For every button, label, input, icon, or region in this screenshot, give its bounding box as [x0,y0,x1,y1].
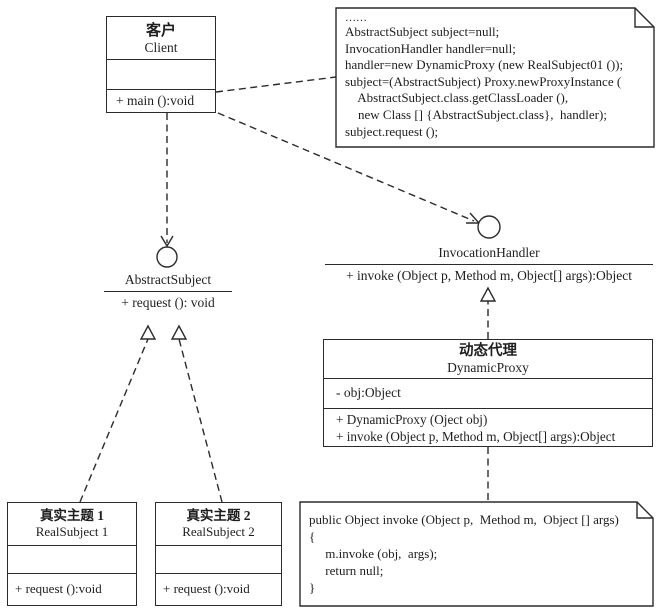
realsubject1-title: 真实主题 1 RealSubject 1 [8,503,136,546]
realsubject2-method: + request ():void [163,581,250,596]
code-line: public Object invoke (Object p, Method m… [309,512,619,527]
realsubject1-attributes-empty [8,546,136,574]
invoke-code-note-outline [299,501,654,607]
invoke-code-note-fold-corner-icon [636,502,653,519]
code-line: { [309,529,316,544]
code-line: AbstractSubject subject=null; [345,24,500,39]
interface-invocationhandler: InvocationHandler + invoke (Object p, Me… [325,245,653,284]
realsubject2-title-cn: 真实主题 2 [186,508,251,523]
client-code-note-fold-corner-icon [634,8,654,28]
client-title: 客户 Client [107,17,215,60]
code-line: AbstractSubject.class.getClassLoader (), [345,90,569,106]
triangle-arrowhead-icon-invocationhandler [479,286,497,302]
client-method: + main ():void [116,93,195,108]
triangle-arrowhead-icon-right [170,324,188,340]
invoke-code-note: public Object invoke (Object p, Method m… [300,502,659,596]
interface-lollipop-icon-invocationhandler [477,215,501,239]
dynamicproxy-title-en: DynamicProxy [447,360,529,375]
code-line: new Class [] {AbstractSubject.class}, ha… [345,106,607,122]
code-line: } [309,580,316,595]
client-code-note-outline [335,7,655,148]
code-line: …… [345,12,367,24]
code-line: m.invoke (obj, args); [309,546,438,561]
code-line: InvocationHandler handler=null; [345,40,516,56]
class-box-client: 客户 Client + main ():void [106,16,216,113]
client-title-cn: 客户 [145,23,176,39]
class-box-realsubject2: 真实主题 2 RealSubject 2 + request ():void [155,502,282,606]
realsubject1-title-en: RealSubject 1 [35,524,109,539]
dynamicproxy-method-constructor: + DynamicProxy (Oject obj) [336,412,488,427]
realsubject2-title-en: RealSubject 2 [182,524,255,539]
interface-lollipop-icon-abstractsubject [156,246,178,268]
dynamicproxy-methods: + DynamicProxy (Oject obj) + invoke (Obj… [324,409,652,446]
code-line: subject=(AbstractSubject) Proxy.newProxy… [345,73,622,89]
realization-realsubject1-to-abstractsubject [79,338,149,503]
interface-abstractsubject: AbstractSubject + request (): void [104,272,232,311]
code-line: handler=new DynamicProxy (new RealSubjec… [345,57,624,73]
dependency-client-to-invocationhandler [217,112,475,222]
client-code-note: …… AbstractSubject subject=null; Invocat… [336,8,660,140]
realization-realsubject2-to-abstractsubject [178,338,223,503]
client-title-en: Client [144,40,178,55]
open-arrowhead-icon-abstractsubject [160,235,174,248]
dynamicproxy-method-invoke: + invoke (Object p, Method m, Object[] a… [336,428,616,444]
abstractsubject-name: AbstractSubject [104,272,232,292]
realsubject1-method: + request ():void [15,581,102,596]
code-line: return null; [309,563,384,578]
class-box-realsubject1: 真实主题 1 RealSubject 1 + request ():void [7,502,137,606]
dynamicproxy-attribute: - obj:Object [324,379,652,409]
client-attributes-empty [107,60,215,90]
dynamicproxy-title-cn: 动态代理 [459,343,517,359]
note-anchor-client-code [215,76,337,93]
triangle-arrowhead-icon-left [139,324,157,340]
realsubject2-title: 真实主题 2 RealSubject 2 [156,503,281,546]
invocationhandler-method: + invoke (Object p, Method m, Object[] a… [346,268,632,283]
dynamicproxy-title: 动态代理 DynamicProxy [324,340,652,379]
abstractsubject-method: + request (): void [121,295,215,310]
realsubject2-attributes-empty [156,546,281,574]
invocationhandler-name: InvocationHandler [325,245,653,265]
class-box-dynamicproxy: 动态代理 DynamicProxy - obj:Object + Dynamic… [323,339,653,447]
realsubject1-title-cn: 真实主题 1 [39,508,105,523]
code-line: subject.request (); [345,123,439,139]
